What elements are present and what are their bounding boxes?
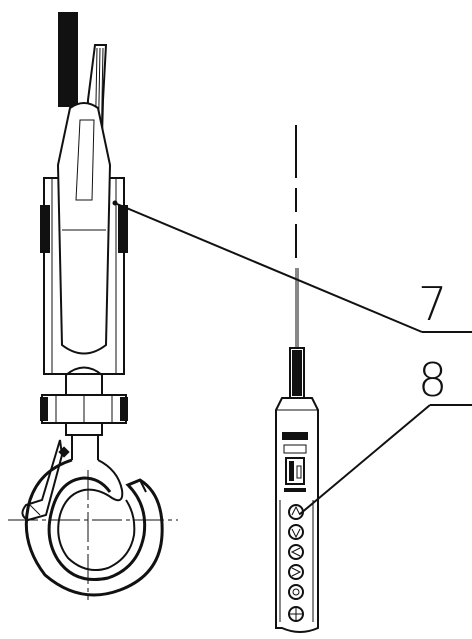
leader-line-7 [116,203,472,333]
hook-block-housing [40,102,128,375]
callout-label-8: 8 [418,353,447,407]
crane-hook [21,435,164,597]
emergency-button [288,606,304,622]
pendant-control-box [275,397,319,633]
pendant-cable [289,125,305,399]
down-button [288,524,304,540]
pin-center-marker [112,200,118,206]
callout-label-7: 7 [418,277,447,331]
pendant-label-plate [282,432,308,440]
left-button [288,544,304,560]
wire-rope-left [58,12,78,107]
hook-centerlines [8,470,178,600]
right-button [288,564,304,580]
leader-line-8 [299,404,472,515]
stop-button [288,584,304,600]
hook-crosshead [40,366,128,436]
